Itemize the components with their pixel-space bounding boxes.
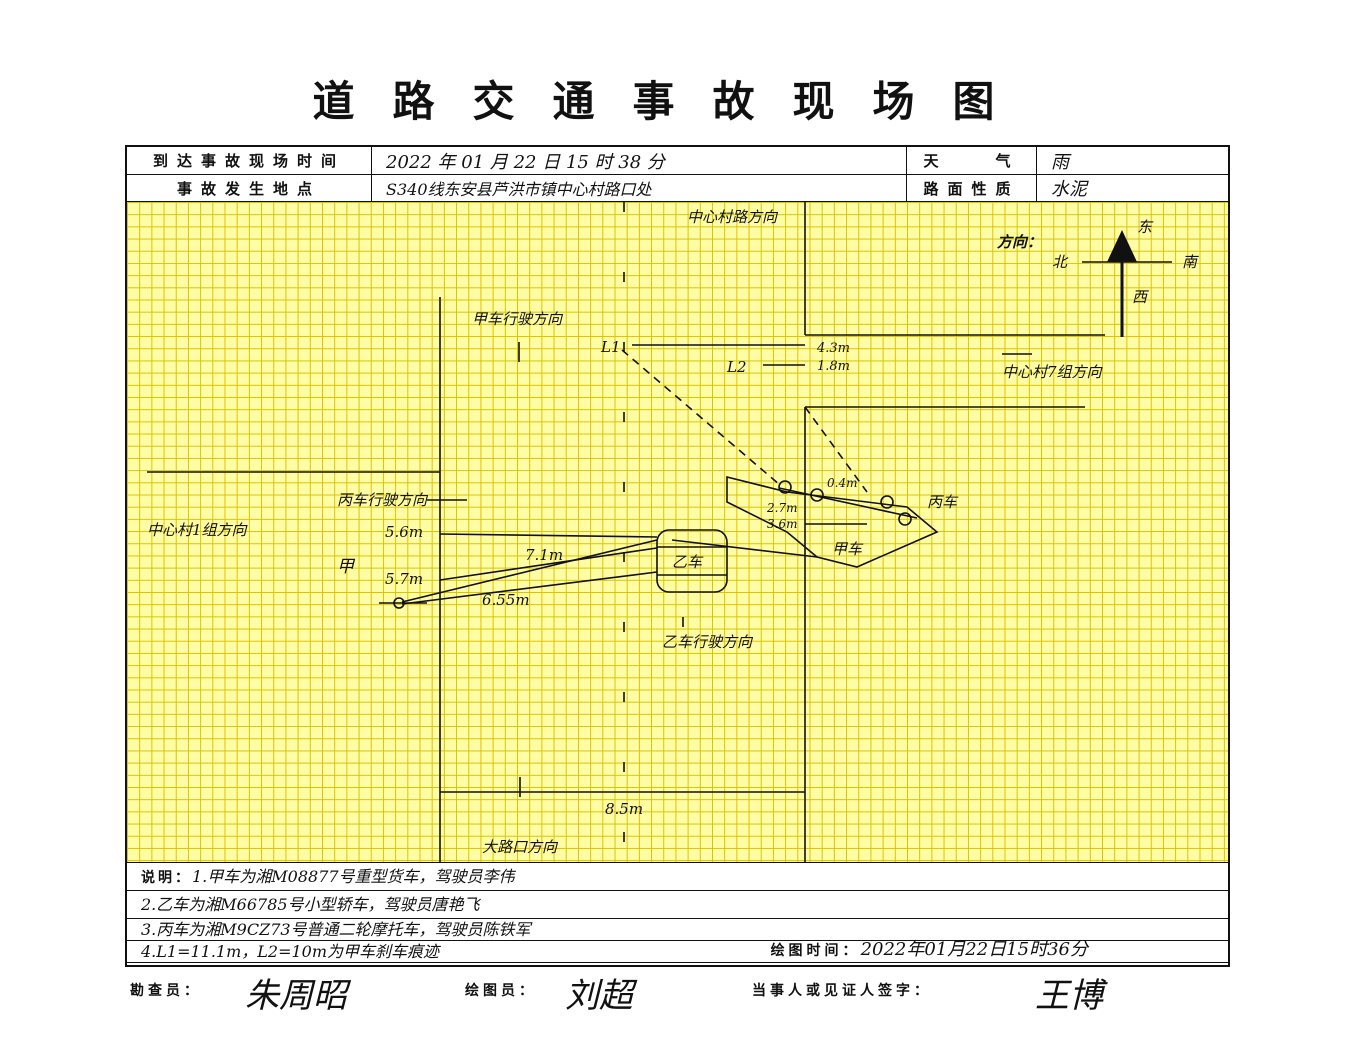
label-0-4m: 0.4m (827, 476, 857, 490)
party-label: 当事人或见证人签字： (752, 983, 932, 999)
label-north-road: 中心村路方向 (687, 208, 779, 226)
compass-arrow-icon (1107, 230, 1137, 262)
label-5-6m: 5.6m (385, 523, 423, 541)
label-car-c: 丙车 (927, 493, 959, 511)
draw-time-value: 2022年01月22日15时36分 (860, 939, 1088, 960)
car-c-wheel-2 (898, 512, 912, 526)
notes-prefix: 说明： (141, 870, 192, 886)
road-surface-value: 水泥 (1051, 179, 1087, 200)
label-car-b: 乙车 (672, 553, 704, 571)
measure-6-55 (401, 571, 658, 605)
label-direction: 方向： (997, 233, 1042, 251)
label-south-road: 大路口方向 (482, 838, 559, 856)
label-east-road: 中心村7组方向 (1002, 363, 1104, 381)
draw-time: 绘图时间：2022年01月22日15时36分 (771, 935, 1088, 961)
label-2-7m: 2.7m (766, 501, 797, 515)
page-title: 道路交通事故现场图 (312, 77, 1033, 126)
sketch-grid: 中心村路方向 甲车行驶方向 L1 L2 4.3m 1.8m 中心村7组方向 方向… (127, 202, 1228, 863)
inspector-label: 勘查员： (130, 983, 202, 999)
drafter-label: 绘图员： (465, 983, 537, 999)
car-a-edge (671, 539, 818, 558)
label-road-width: 8.5m (605, 800, 643, 818)
drafter-signature: 刘超 (565, 976, 633, 1016)
label-car-a-dir: 甲车行驶方向 (472, 310, 564, 328)
label-5-7m: 5.7m (385, 570, 423, 588)
car-a-shape (726, 475, 939, 568)
note-line-1: 说明：1.甲车为湘M08877号重型货车，驾驶员李伟 (127, 863, 1228, 891)
weather-value: 雨 (1051, 151, 1069, 173)
label-4-3m: 4.3m (816, 341, 850, 356)
accident-scene-form: 到达事故现场时间 2022 年 01 月 22 日 15 时 38 分 天 气 … (125, 145, 1230, 967)
skid-mark-l2 (804, 406, 868, 493)
label-7-1m: 7.1m (525, 546, 563, 564)
label-west-road: 中心村1组方向 (147, 521, 249, 539)
label-3-6m: 3.6m (767, 517, 797, 531)
measure-5-6 (439, 533, 658, 538)
skid-mark-l1 (621, 349, 781, 486)
label-6-55m: 6.55m (482, 591, 530, 609)
header-row-location: 事故发生地点 S340线东安县芦洪市镇中心村路口处 路面性质 水泥 (127, 175, 1228, 202)
car-c-trace (778, 487, 918, 519)
draw-time-label: 绘图时间： (770, 943, 861, 959)
note-line-4: 4.L1=11.1m，L2=10m为甲车刹车痕迹 (127, 941, 1228, 963)
road-surface-label: 路面性质 (907, 175, 1037, 201)
car-b-shape (656, 529, 728, 593)
note-line-3: 3.丙车为湘M9CZ73号普通二轮摩托车，驾驶员陈铁军 (127, 919, 1228, 941)
car-c-wheel-1 (880, 495, 894, 509)
compass-up: 东 (1137, 218, 1154, 236)
location-label: 事故发生地点 (127, 175, 372, 201)
label-l1: L1 (600, 338, 621, 356)
note-text-1: 1.甲车为湘M08877号重型货车，驾驶员李伟 (192, 867, 515, 886)
label-l2: L2 (726, 358, 747, 376)
measure-7-1 (401, 539, 658, 603)
party-signature: 王博 (1035, 976, 1103, 1016)
label-jia-mark: 甲 (337, 557, 356, 577)
inspector-signature: 朱周昭 (245, 976, 347, 1016)
measure-5-7 (439, 547, 658, 581)
compass-down: 西 (1132, 288, 1149, 306)
location-value: S340线东安县芦洪市镇中心村路口处 (372, 175, 907, 201)
point-marker-2 (810, 488, 824, 502)
point-marker-1 (778, 480, 792, 494)
note-line-2: 2.乙车为湘M66785号小型轿车，驾驶员唐艳飞 (127, 891, 1228, 919)
scene-sketch: 中心村路方向 甲车行驶方向 L1 L2 4.3m 1.8m 中心村7组方向 方向… (147, 202, 1199, 862)
compass-left: 北 (1052, 253, 1069, 271)
label-car-b-dir: 乙车行驶方向 (662, 633, 754, 651)
compass-right: 南 (1182, 253, 1199, 271)
arrival-value: 2022 年 01 月 22 日 15 时 38 分 (372, 147, 907, 174)
label-car-a: 甲车 (832, 540, 864, 558)
label-1-8m: 1.8m (817, 359, 850, 374)
arrival-label: 到达事故现场时间 (127, 147, 372, 174)
weather-label: 天 气 (907, 147, 1037, 174)
header-row-arrival: 到达事故现场时间 2022 年 01 月 22 日 15 时 38 分 天 气 … (127, 147, 1228, 175)
label-car-c-dir: 丙车行驶方向 (337, 491, 429, 509)
